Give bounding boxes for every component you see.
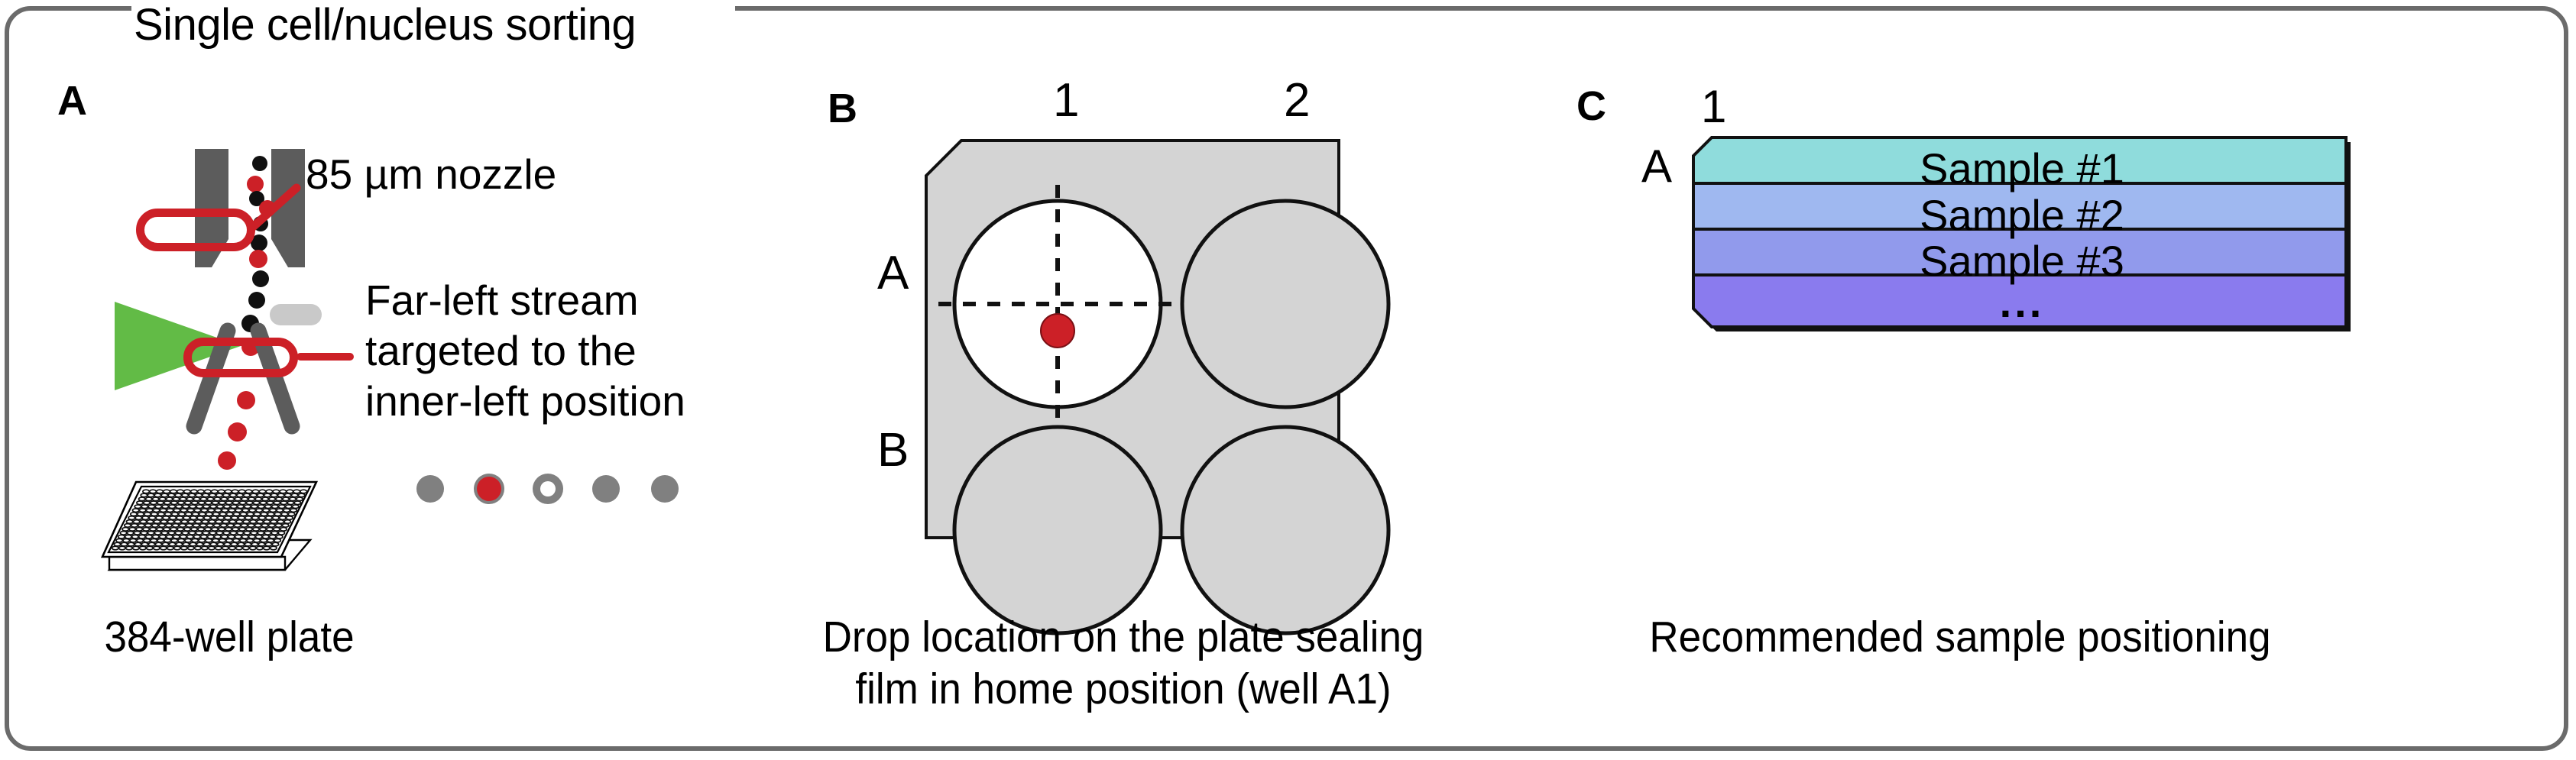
panel-a-letter: A xyxy=(57,78,87,124)
sample-positioning-plate xyxy=(1692,136,2351,331)
stream-position-3-hole xyxy=(540,481,556,496)
stream-position-2 xyxy=(474,474,504,504)
well-a1 xyxy=(952,199,1163,409)
stream-position-1 xyxy=(416,475,444,503)
panel-c-caption: Recommended sample positioning xyxy=(1649,613,2271,661)
figure-legend-title: Single cell/nucleus sorting xyxy=(134,0,637,50)
stream-position-3 xyxy=(533,474,563,504)
sealing-film-plate-diagram xyxy=(925,139,1391,635)
drop-location-marker xyxy=(1040,313,1075,348)
droplet-red xyxy=(249,250,267,268)
stream-callout-box xyxy=(183,338,298,377)
panel-a-caption: 384-well plate xyxy=(104,613,355,661)
nozzle-size-label: 85 µm nozzle xyxy=(306,150,557,198)
sample-row-3-shape xyxy=(1692,228,2348,277)
well-a2 xyxy=(1180,199,1391,409)
droplet-black xyxy=(248,292,265,309)
droplet-black xyxy=(252,270,269,287)
stream-position-5 xyxy=(651,475,679,503)
stream-callout-leader xyxy=(296,353,354,361)
stream-target-label: Far-left stream targeted to the inner-le… xyxy=(365,277,685,425)
legend-notch xyxy=(131,6,735,17)
droplet-black xyxy=(252,156,267,171)
figure-frame xyxy=(5,6,2568,751)
panel-b-row-label-b: B xyxy=(877,424,909,477)
sample-row-2-shape xyxy=(1692,182,2348,231)
droplet-red xyxy=(237,391,255,409)
nozzle-callout-leader xyxy=(248,183,301,232)
panel-b-column-label-2: 2 xyxy=(1284,74,1311,127)
panel-b-column-label-1: 1 xyxy=(1053,74,1080,127)
panel-b-letter: B xyxy=(828,86,857,131)
panel-b-caption: Drop location on the plate sealing film … xyxy=(822,613,1424,713)
sample-row-4-shape xyxy=(1692,273,2348,328)
panel-c-row-label: A xyxy=(1641,141,1673,192)
droplet-red xyxy=(247,176,264,192)
panel-c-letter: C xyxy=(1576,83,1606,129)
beam-blocker-bar xyxy=(270,304,322,325)
sample-row-1-shape xyxy=(1692,136,2348,185)
deflection-plates xyxy=(186,322,300,435)
panel-b-row-label-a: A xyxy=(877,247,909,299)
stream-position-2-core xyxy=(477,477,501,501)
384-well-plate-illustration xyxy=(100,480,319,571)
panel-c-column-label: 1 xyxy=(1701,81,1727,132)
well-b2 xyxy=(1180,425,1391,635)
nozzle-funnel-left xyxy=(195,149,228,267)
droplet-black xyxy=(251,234,267,251)
stream-position-4 xyxy=(592,475,620,503)
droplet-red xyxy=(218,451,236,470)
well-b1 xyxy=(952,425,1163,635)
nozzle-callout-box xyxy=(136,209,255,251)
droplet-red xyxy=(228,422,247,441)
nozzle-funnel-right xyxy=(271,149,305,267)
